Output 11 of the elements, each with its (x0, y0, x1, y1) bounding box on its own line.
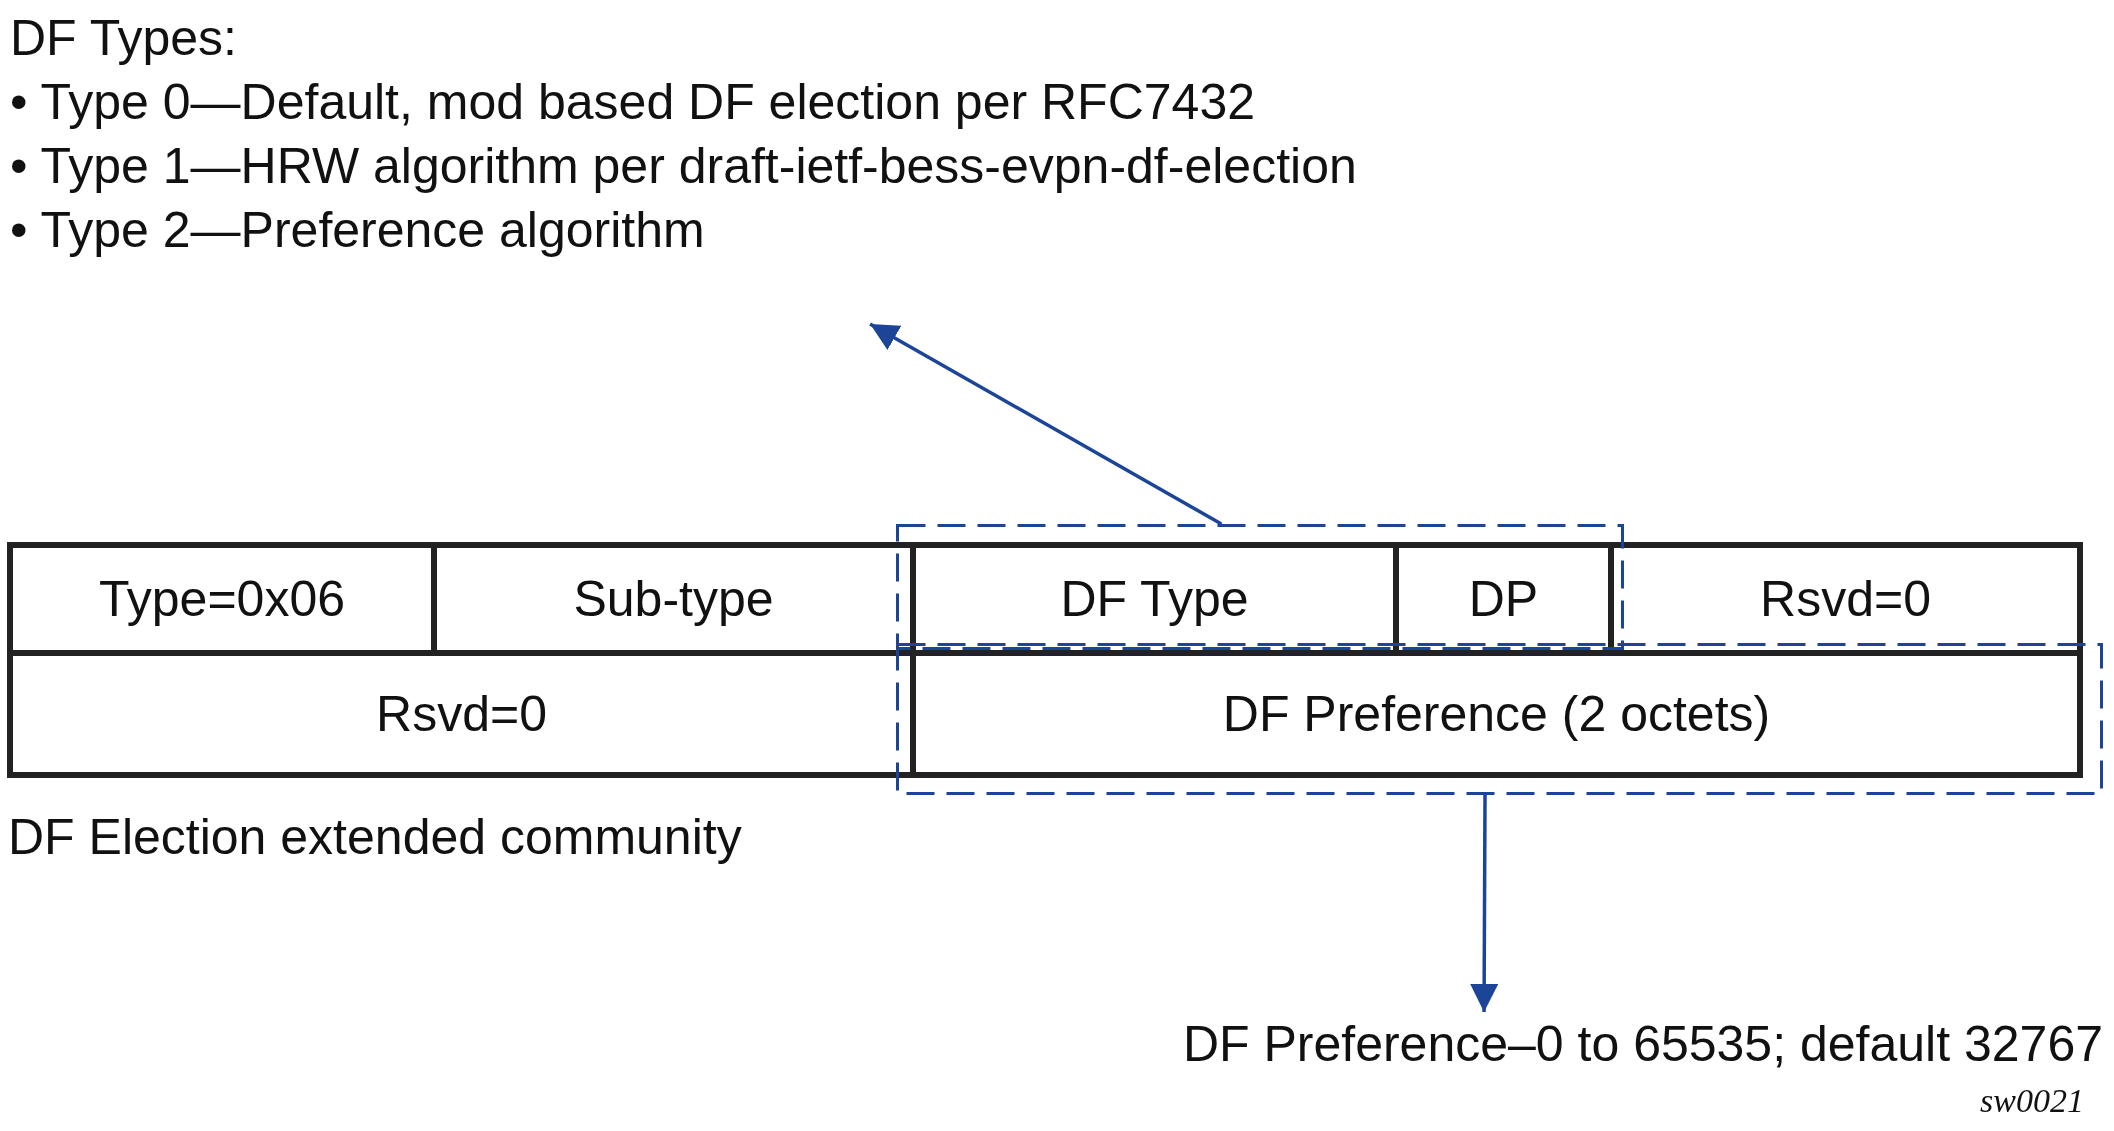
arrow (869, 322, 1223, 526)
arrow (1470, 795, 1499, 1012)
list-item: • Type 1—HRW algorithm per draft-ietf-bess-evpn-df-election (10, 137, 1357, 196)
dashed-outline (896, 524, 1624, 650)
list-item: • Type 2—Preference algorithm (10, 201, 705, 260)
dashed-outline (896, 643, 2103, 795)
list-heading: DF Types: (10, 9, 237, 68)
range-note: DF Preference–0 to 65535; default 32767 (870, 1012, 2103, 1082)
caption-text: DF Election extended community (8, 808, 742, 866)
list-item: • Type 0—Default, mod based DF election per RFC7432 (10, 73, 1255, 132)
figure-id: sw0021 (1980, 1082, 2084, 1120)
